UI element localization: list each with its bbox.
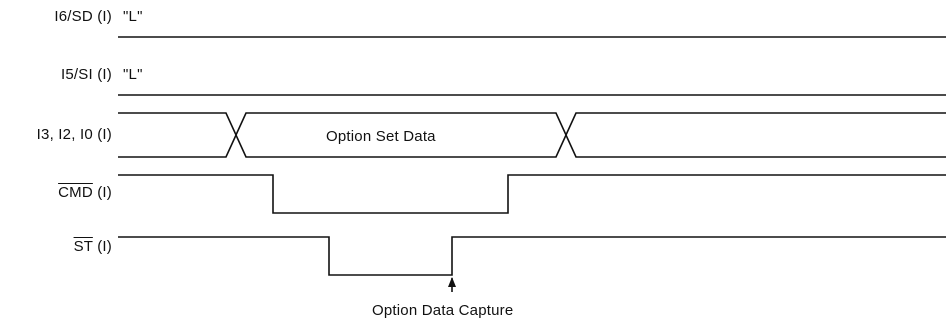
signal-label-cmd: CMD (I) xyxy=(0,184,112,201)
signal-direction: (I) xyxy=(92,8,112,25)
signal-name: CMD xyxy=(58,184,93,201)
bus-lower-edge xyxy=(118,133,946,158)
option-data-capture-label: Option Data Capture xyxy=(372,302,514,319)
signal-direction: (I) xyxy=(92,184,112,201)
signal-label-st: ST (I) xyxy=(0,238,112,255)
signal-name: ST xyxy=(73,238,93,255)
signal-name: I5/SI xyxy=(61,66,93,83)
option-set-data-label: Option Set Data xyxy=(326,128,436,145)
waveform-i3-i2-i0 xyxy=(118,112,946,158)
arrow-head-icon xyxy=(448,277,456,287)
signal-name: I3, I2, I0 xyxy=(36,126,93,143)
waveform-cmd xyxy=(118,174,946,214)
signal-label-i3-i2-i0: I3, I2, I0 (I) xyxy=(0,126,112,143)
level-label-i5-si: "L" xyxy=(123,66,143,83)
level-label-i6-sd: "L" xyxy=(123,8,143,25)
signal-direction: (I) xyxy=(92,126,112,143)
signal-label-i5-si: I5/SI (I) xyxy=(0,66,112,83)
signal-label-i6-sd: I6/SD (I) xyxy=(0,8,112,25)
waveform-st xyxy=(118,236,946,276)
signal-direction: (I) xyxy=(92,238,112,255)
capture-arrow xyxy=(448,277,456,292)
bus-upper-edge xyxy=(118,112,946,137)
signal-name: I6/SD xyxy=(54,8,93,25)
signal-direction: (I) xyxy=(92,66,112,83)
